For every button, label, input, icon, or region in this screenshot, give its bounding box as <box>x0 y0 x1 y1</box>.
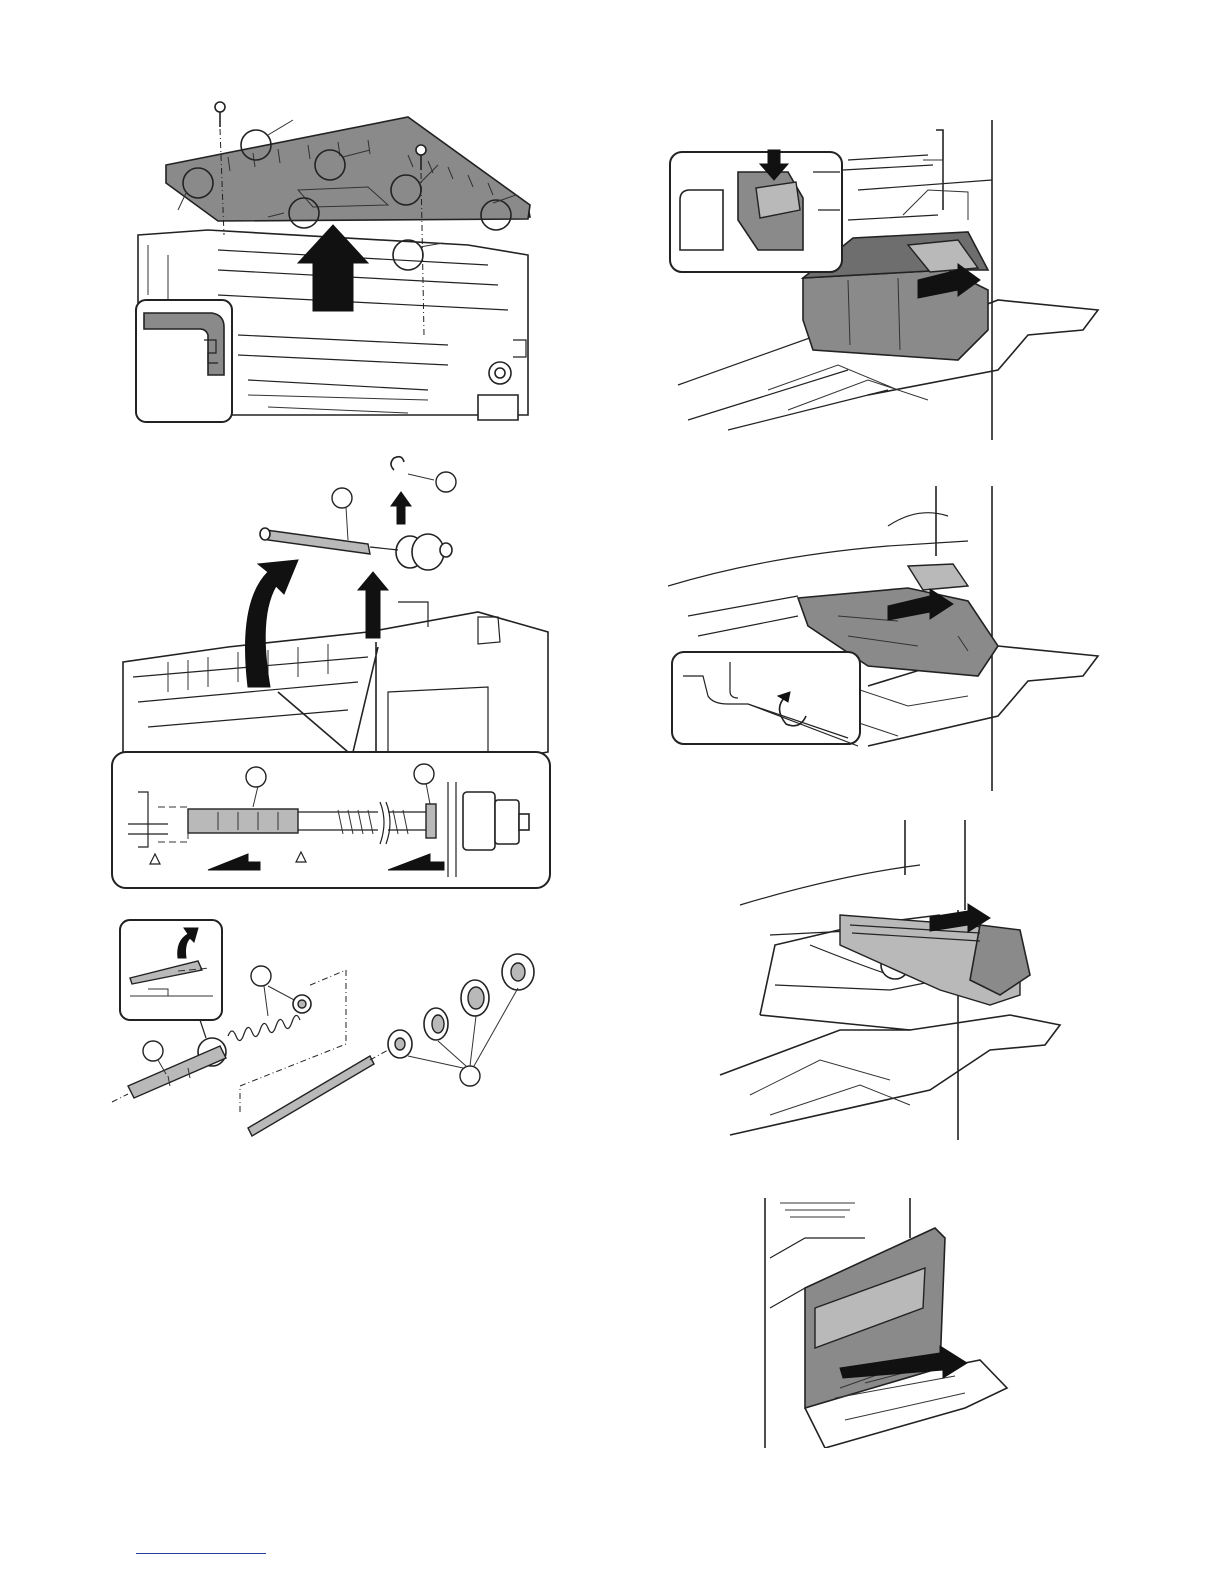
fig-top-cover-removal <box>108 95 558 425</box>
fig-side-door-open <box>745 1198 1015 1448</box>
fig-unit-release-lever <box>668 120 1103 440</box>
fig-unit-slide-out <box>668 486 1103 791</box>
fig-roller-shaft-removal <box>108 452 558 892</box>
fig-unit-pull-out <box>690 815 1090 1140</box>
fig-roller-parts-exploded <box>108 916 558 1141</box>
footer-link-rule <box>136 1553 266 1554</box>
